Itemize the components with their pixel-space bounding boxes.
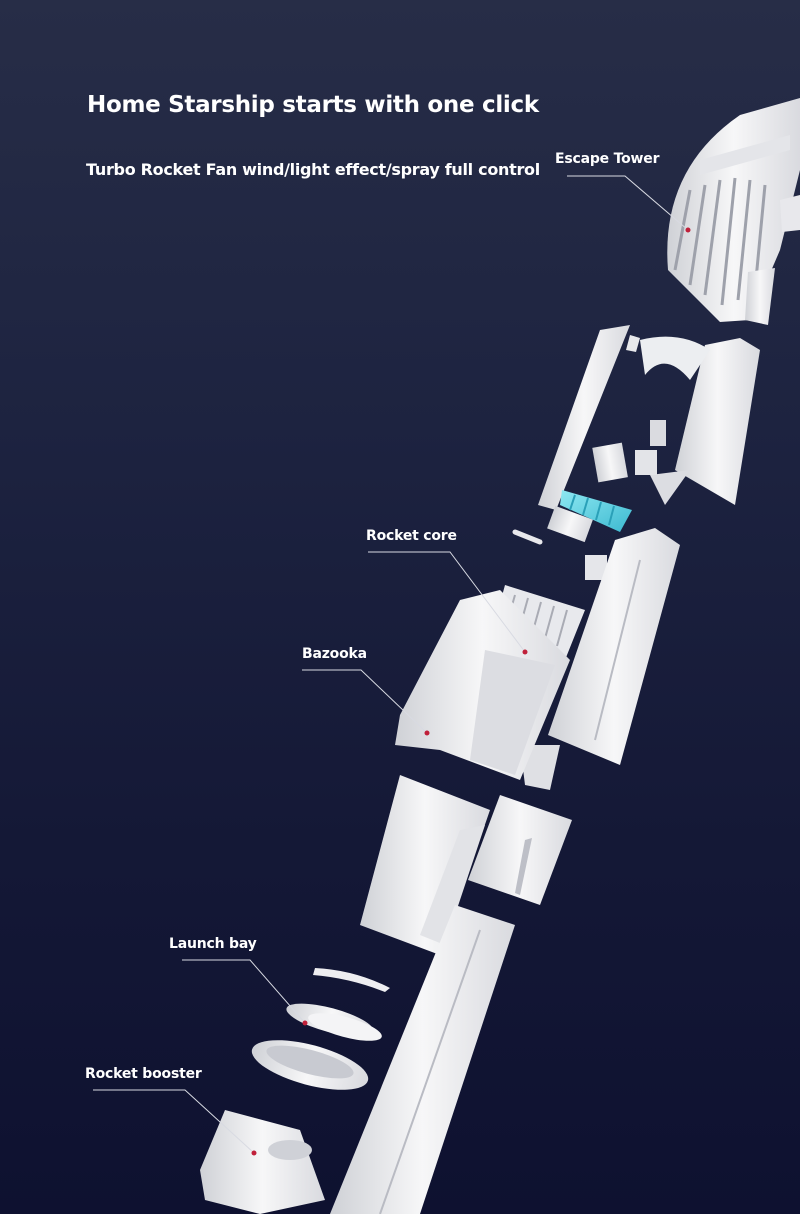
rocket-core-marker: [522, 649, 528, 655]
bazooka-marker: [424, 730, 430, 736]
page-subtitle: Turbo Rocket Fan wind/light effect/spray…: [86, 160, 540, 179]
lower-block-part: [360, 775, 572, 955]
callout-rocket-core: Rocket core: [366, 528, 457, 544]
launch-bay-part: [251, 968, 390, 1090]
rocket-booster-part: [200, 1110, 325, 1214]
bazooka-leader: [302, 669, 428, 734]
escape-tower-leader: [567, 175, 689, 231]
upper-fuselage-part: [640, 336, 760, 505]
main-cylinder-part: [520, 528, 680, 790]
escape-tower-marker: [685, 227, 691, 233]
callout-bazooka: Bazooka: [302, 646, 367, 662]
escape-tower-part: [667, 98, 800, 325]
rocket-booster-leader: [93, 1089, 255, 1154]
cyan-light-module: [560, 490, 632, 532]
callout-rocket-booster: Rocket booster: [85, 1066, 202, 1082]
page-title: Home Starship starts with one click: [87, 92, 539, 118]
rocket-core-leader: [368, 551, 526, 653]
lower-body-part: [330, 905, 515, 1214]
callout-launch-bay: Launch bay: [169, 936, 257, 952]
launch-bay-leader: [182, 959, 306, 1024]
frame-panel-part: [512, 325, 666, 580]
launch-bay-marker: [302, 1020, 308, 1026]
rocket-core-part: [395, 585, 585, 780]
callout-escape-tower: Escape Tower: [555, 151, 660, 167]
rocket-booster-marker: [251, 1150, 257, 1156]
